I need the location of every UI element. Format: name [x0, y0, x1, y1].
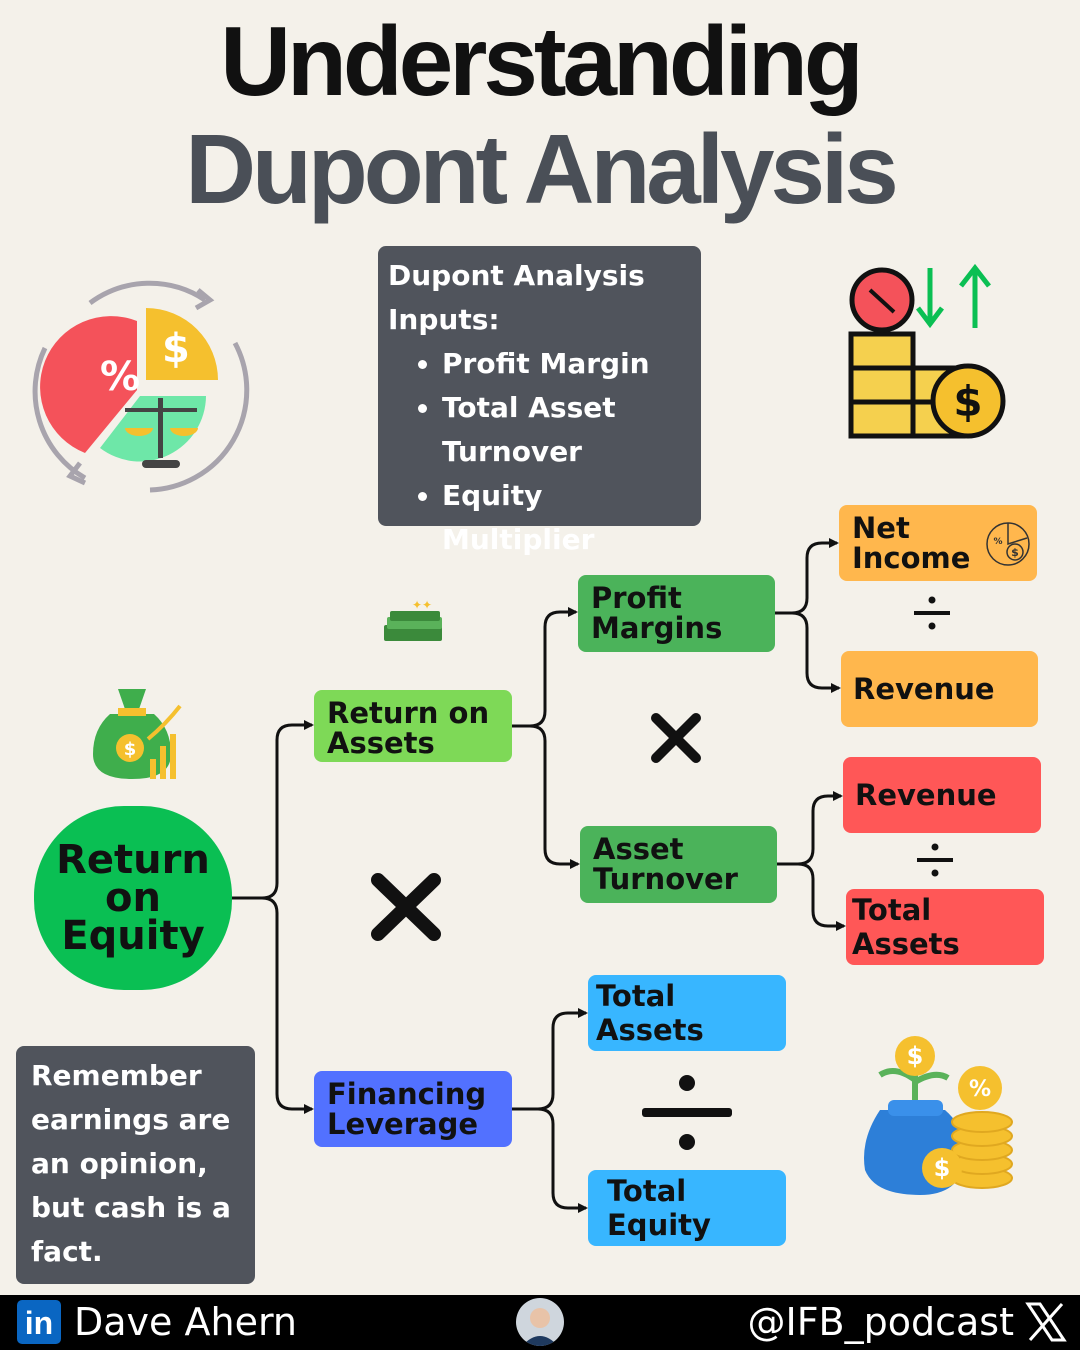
x-logo-icon[interactable]: [1024, 1300, 1068, 1344]
node-label: Asset: [593, 832, 684, 866]
svg-text:%: %: [100, 354, 140, 400]
inputs-list: Profit Margin Total Asset Turnover Equit…: [388, 342, 691, 562]
node-label: Turnover: [593, 862, 738, 896]
node-net-income: Net Income $ %: [839, 505, 1037, 581]
connector-roe-leverage: [232, 896, 314, 1114]
svg-text:✦✦: ✦✦: [412, 598, 432, 612]
svg-text:%: %: [969, 1077, 991, 1102]
multiply-sign-large: [371, 873, 441, 941]
node-label: Return on: [327, 696, 490, 730]
connector-diagram: [232, 538, 953, 1213]
multiply-sign-small: [651, 713, 701, 763]
node-return-on-equity: Return on Equity: [34, 806, 232, 990]
inputs-box: Dupont Analysis Inputs: Profit Margin To…: [378, 246, 701, 556]
node-asset-turnover: Asset Turnover: [580, 826, 777, 903]
avatar: [516, 1298, 564, 1346]
node-label: Leverage: [327, 1107, 479, 1141]
connector-pm-ni: [775, 538, 839, 615]
pie-chart-cycle-icon: % $: [32, 280, 250, 493]
svg-text:$: $: [162, 326, 190, 372]
inputs-heading: Dupont Analysis Inputs:: [388, 259, 645, 336]
node-label: Net: [852, 511, 910, 545]
node-label: Return: [56, 837, 210, 883]
svg-text:$: $: [907, 1042, 924, 1070]
node-label: Profit: [591, 581, 682, 615]
connector-lev-te: [512, 1107, 588, 1213]
money-bag-growth-icon: $: [93, 689, 182, 779]
node-revenue-orange: Revenue: [841, 651, 1038, 727]
linkedin-icon[interactable]: in: [17, 1300, 61, 1344]
input-item: Profit Margin: [442, 342, 691, 386]
footer-bar: in Dave Ahern @IFB_podcast: [0, 1295, 1080, 1350]
svg-text:$: $: [953, 377, 982, 426]
connector-pm-rev: [775, 611, 841, 693]
connector-roa-pm: [512, 607, 578, 728]
node-return-on-assets: Return on Assets: [314, 690, 512, 762]
node-label: on: [105, 875, 161, 921]
node-label: Income: [852, 541, 971, 575]
finance-pie-icon: $ %: [986, 522, 1030, 566]
connector-roa-at: [512, 724, 580, 869]
connector-at-rev: [777, 791, 843, 866]
svg-text:$: $: [124, 739, 137, 760]
coins-arrows-icon: $: [848, 263, 1006, 439]
quote-box: Remember earnings are an opinion, but ca…: [16, 1046, 255, 1284]
node-revenue-red: Revenue: [843, 757, 1041, 833]
svg-text:$: $: [1011, 546, 1019, 559]
svg-text:%: %: [993, 537, 1002, 547]
svg-text:$: $: [934, 1154, 951, 1182]
coin-plant-bag-icon: $ % $: [864, 1036, 1013, 1195]
node-label: Margins: [591, 611, 723, 645]
divide-sign-leverage: [642, 1075, 732, 1150]
node-total-assets-red: Total Assets: [846, 889, 1044, 965]
input-item: Total Asset Turnover: [442, 386, 691, 474]
connector-at-ta: [777, 862, 846, 931]
node-total-equity: Total Equity: [588, 1170, 786, 1246]
node-total-assets-blue: Total Assets: [588, 975, 786, 1051]
divide-sign-net-income: [914, 596, 950, 630]
node-label: Assets: [327, 726, 435, 760]
node-label: Financing: [327, 1077, 487, 1111]
divide-sign-revenue: [917, 843, 953, 877]
title-line-2: Dupont Analysis: [185, 114, 899, 224]
node-profit-margins: Profit Margins: [578, 575, 775, 652]
input-item: Equity Multiplier: [442, 474, 691, 562]
footer-name: Dave Ahern: [74, 1300, 297, 1344]
node-label: Equity: [61, 913, 205, 959]
node-financing-leverage: Financing Leverage: [314, 1071, 512, 1147]
money-stack-icon: ✦✦: [384, 598, 442, 641]
connector-lev-ta: [512, 1008, 588, 1111]
connector-roe-roa: [232, 720, 314, 900]
footer-handle: @IFB_podcast: [747, 1300, 1014, 1344]
title-line-1: Understanding: [220, 6, 863, 116]
